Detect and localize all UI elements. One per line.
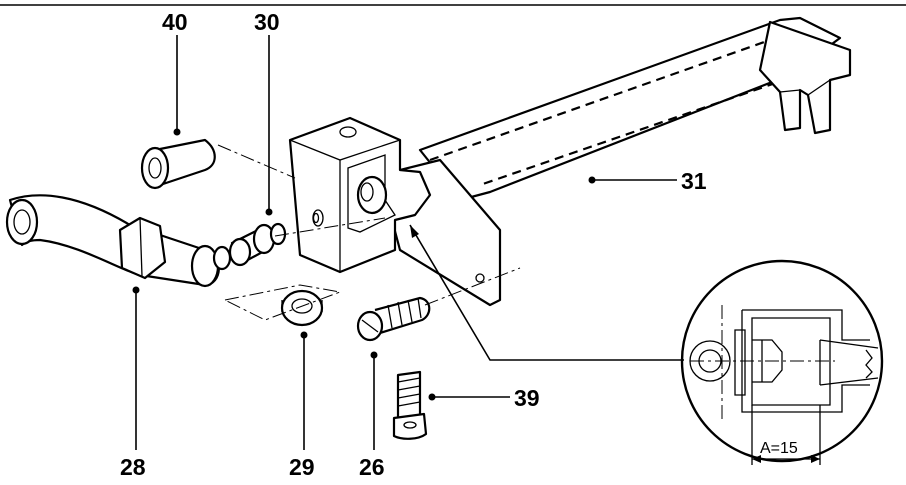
assembly-center-lines [217,144,521,321]
part-26-screw [356,296,431,342]
part-30-nipple [228,222,287,267]
callout-28: 28 [120,454,146,480]
leader-lines [132,35,684,450]
callout-26: 26 [359,454,385,480]
part-29-nut [280,289,324,327]
part-40-sleeve [140,138,216,190]
callout-30: 30 [254,9,280,35]
part-39-capscrew [392,370,428,440]
callout-39: 39 [514,385,540,411]
callout-31: 31 [681,168,707,194]
detail-view [680,259,884,465]
part-28-pipe [5,194,232,288]
callout-40: 40 [162,9,188,35]
dimension-label: A=15 [760,440,798,457]
bracket-assembly [288,116,502,307]
callout-29: 29 [289,454,315,480]
part-31-lever-arm [418,16,852,202]
